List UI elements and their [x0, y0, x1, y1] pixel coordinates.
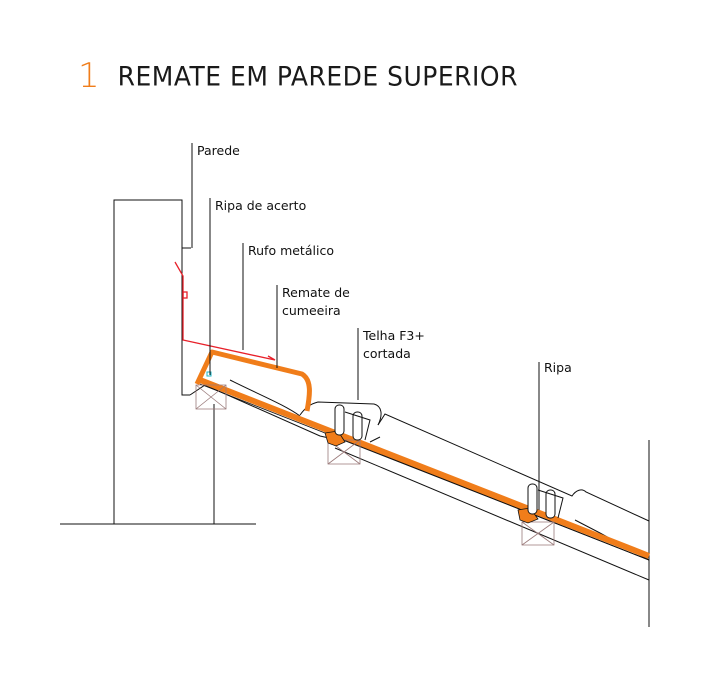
title-text: REMATE EM PAREDE SUPERIOR	[117, 60, 518, 92]
label-telha-line1: Telha F3+	[362, 328, 425, 343]
batten-hatch-1	[195, 384, 227, 410]
leader-lines	[191, 143, 540, 510]
label-rufo-metalico: Rufo metálico	[248, 243, 334, 258]
wall-lower-face	[181, 248, 190, 396]
ridge-cap	[194, 349, 312, 412]
tile-clip-1	[324, 404, 371, 447]
orange-batten-line	[198, 377, 651, 561]
label-remate-line2: cumeeira	[282, 303, 341, 318]
label-remate-line1: Remate de	[282, 285, 350, 300]
label-ripa-de-acerto: Ripa de acerto	[215, 198, 306, 213]
title-number: 1	[78, 56, 100, 96]
batten-hatch-3	[521, 521, 555, 546]
metal-flashing	[174, 261, 276, 361]
roof-tiles	[189, 379, 650, 581]
label-parede: Parede	[197, 143, 240, 158]
wall	[113, 199, 191, 524]
tile-clip-2	[517, 483, 564, 524]
label-ripa: Ripa	[544, 360, 572, 375]
diagram-title: 1 REMATE EM PAREDE SUPERIOR	[78, 56, 518, 96]
fixing-mark	[206, 371, 212, 377]
label-telha-line2: cortada	[363, 346, 411, 361]
